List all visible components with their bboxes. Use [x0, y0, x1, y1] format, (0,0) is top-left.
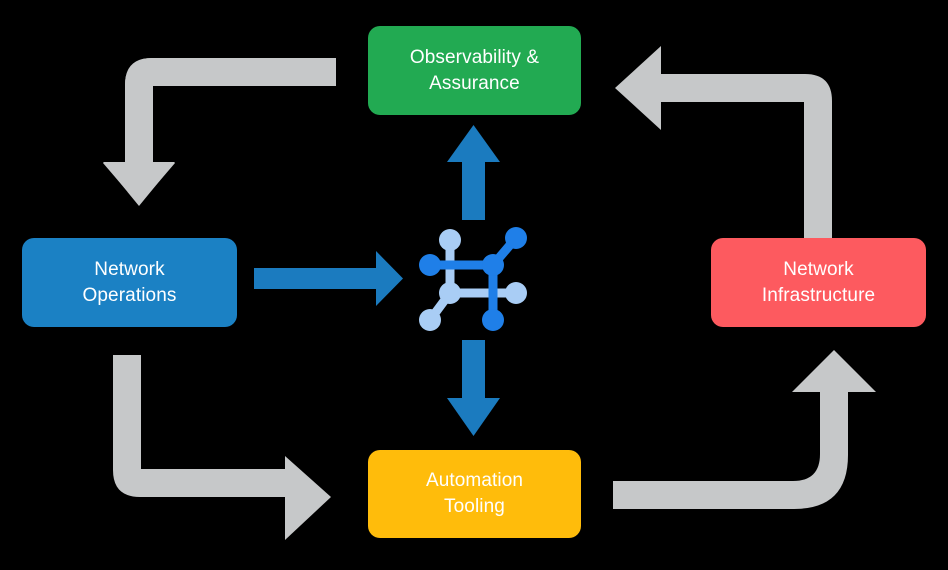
- node-automation-tooling-label: Automation Tooling: [425, 470, 524, 517]
- node-automation-tooling[interactable]: Automation Tooling: [368, 450, 581, 538]
- arrow-center-to-automation: [447, 340, 500, 436]
- topology-nodes-primary: [419, 227, 527, 331]
- node-network-infrastructure[interactable]: Network Infrastructure: [711, 238, 926, 327]
- topology-nodes-secondary: [419, 229, 527, 331]
- network-topology-icon: [419, 227, 527, 331]
- arrow-observability-to-ops: [103, 58, 336, 206]
- arrow-center-to-observability: [447, 125, 500, 220]
- arrow-ops-to-center: [254, 251, 403, 306]
- node-network-infrastructure-label: Network Infrastructure: [761, 258, 876, 306]
- node-observability-assurance-label: Observability & Assurance: [409, 46, 540, 94]
- node-network-operations-label: Network Operations: [82, 258, 177, 306]
- arrow-automation-to-infrastructure: [613, 350, 876, 509]
- node-network-operations[interactable]: Network Operations: [22, 238, 237, 327]
- arrow-infrastructure-to-observability: [615, 46, 832, 238]
- arrow-ops-to-automation: [113, 355, 331, 540]
- node-observability-assurance[interactable]: Observability & Assurance: [368, 26, 581, 115]
